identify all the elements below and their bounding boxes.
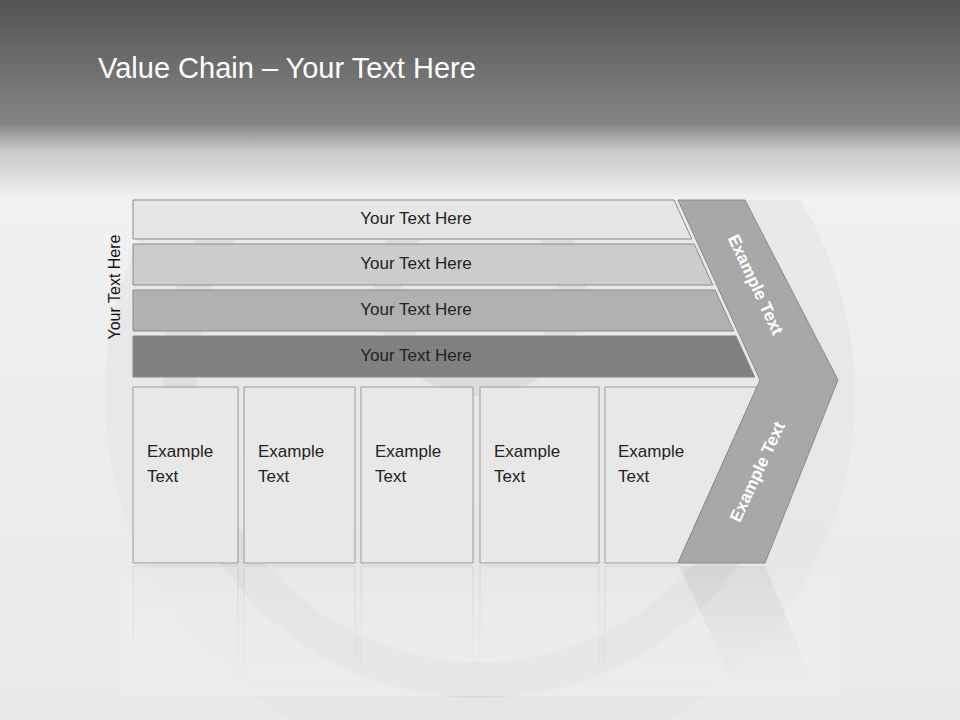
primary-activity-box: Example Text xyxy=(480,387,599,563)
node-text: Your Text Here xyxy=(360,300,472,320)
node-text: Your Text Here xyxy=(360,346,472,366)
shape-fill xyxy=(133,336,755,377)
slide-title: Value Chain – Your Text Here xyxy=(98,52,476,85)
node-text: Example Text xyxy=(147,439,232,489)
text-holder: Example Text xyxy=(375,439,460,499)
node-text: Example Text xyxy=(494,439,579,489)
text-holder: Your Text Here xyxy=(133,290,699,331)
reflection xyxy=(120,566,840,696)
shape-fill xyxy=(361,387,473,563)
node-text: Example Text xyxy=(618,439,703,489)
text-holder: Your Text Here xyxy=(133,336,699,377)
shape-fill xyxy=(133,387,238,563)
shape-fill xyxy=(133,200,692,239)
node-text: Your Text Here xyxy=(360,254,472,274)
text-holder: Example Text xyxy=(618,439,703,499)
shape-fill xyxy=(678,200,838,563)
shape-fill xyxy=(133,290,734,331)
primary-activity-box: Example Text xyxy=(244,387,355,563)
support-activity-band: Your Text Here xyxy=(133,336,755,377)
shape-fill xyxy=(480,387,599,563)
text-holder: Your Text Here xyxy=(133,244,699,285)
text-holder: Your Text Here xyxy=(133,200,699,239)
support-activity-band: Your Text Here xyxy=(133,290,734,331)
node-text: Example Text xyxy=(375,439,460,489)
support-activity-band: Your Text Here xyxy=(133,244,713,285)
support-activity-band: Your Text Here xyxy=(133,200,692,239)
shape-fill xyxy=(133,244,713,285)
node-text: Your Text Here xyxy=(360,209,472,229)
primary-activity-box: Example Text xyxy=(133,387,238,563)
text-holder: Example Text xyxy=(494,439,579,499)
header-band xyxy=(0,0,960,200)
axis-label: Your Text Here xyxy=(106,235,124,340)
shape-outline xyxy=(678,200,838,563)
margin-chevron: Example TextExample Text xyxy=(678,200,838,563)
primary-activity-box: Example Text xyxy=(361,387,473,563)
text-holder: Example Text xyxy=(147,439,232,499)
text-holder: Example Text xyxy=(258,439,343,499)
node-text: Example Text xyxy=(258,439,343,489)
shape-fill xyxy=(244,387,355,563)
